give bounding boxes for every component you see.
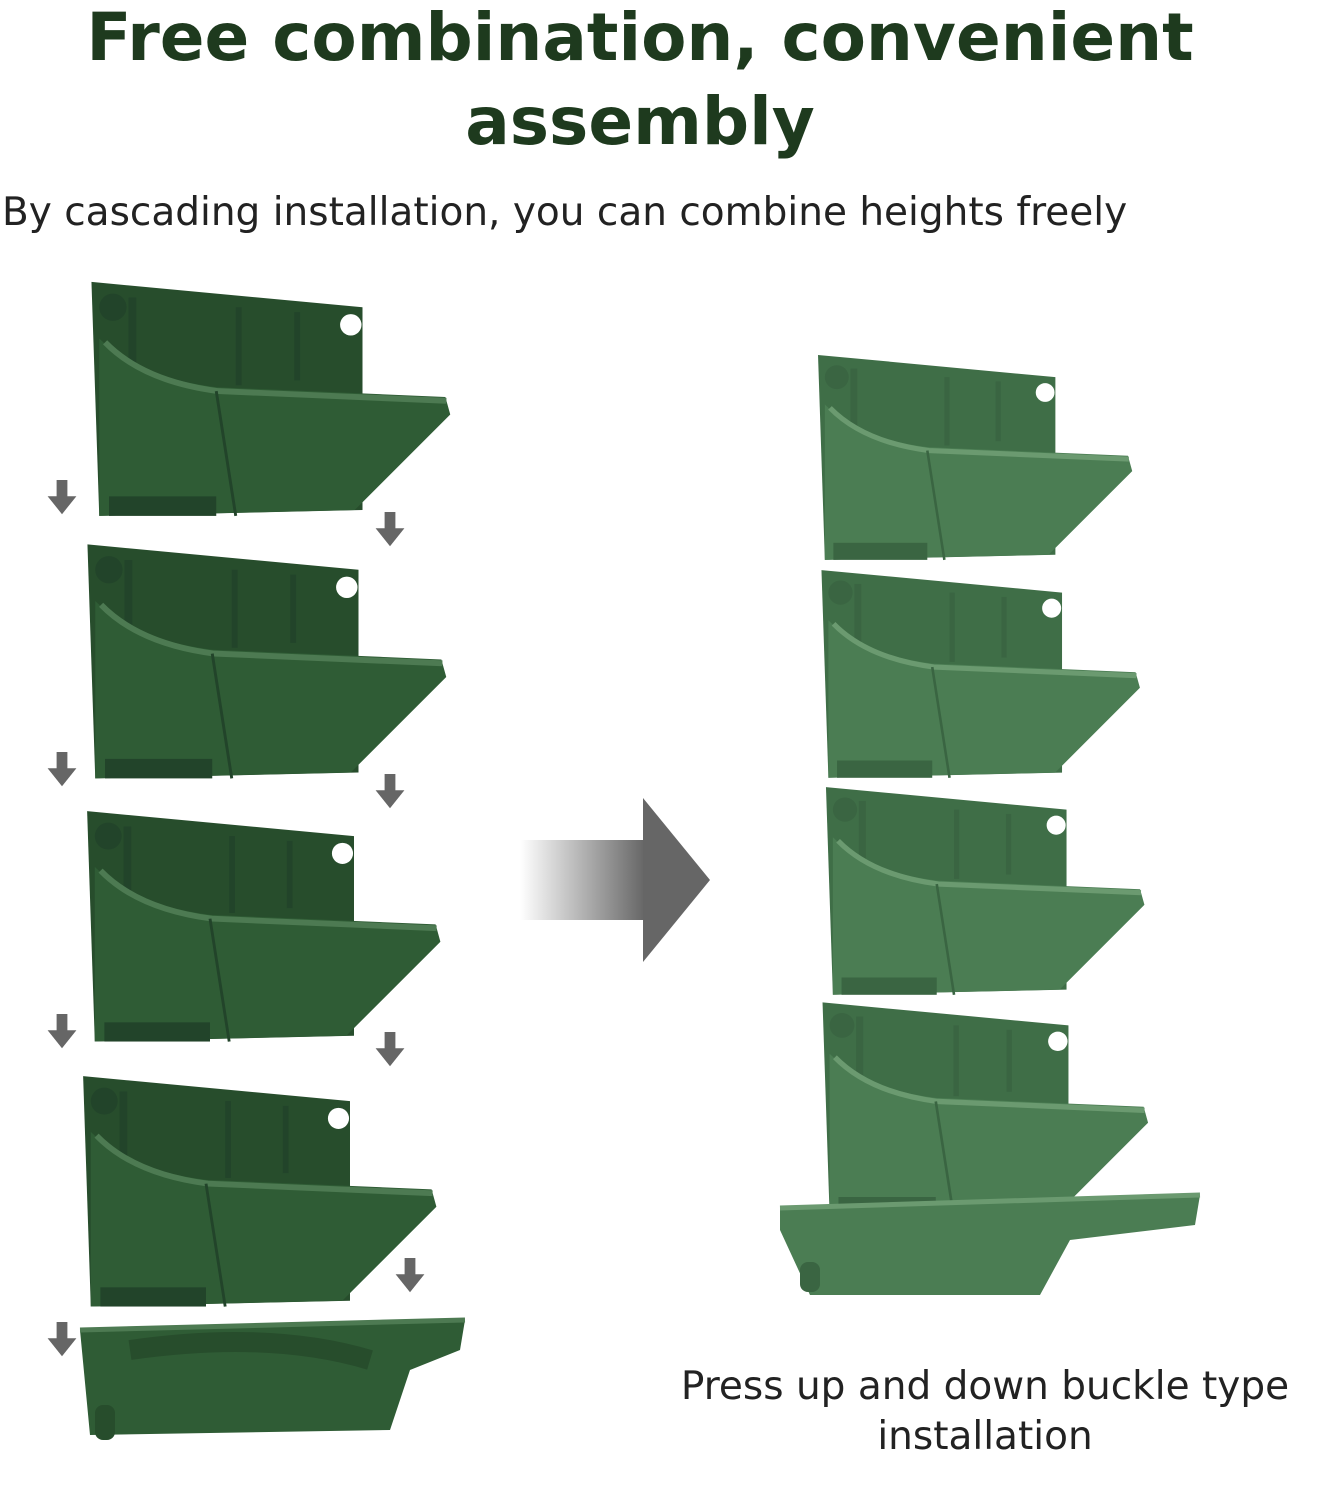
down-arrow-icon	[375, 512, 405, 547]
planter-3	[87, 811, 441, 1042]
stacked-planter-1	[818, 354, 1133, 560]
planter-4	[83, 1076, 437, 1307]
down-arrow-icon	[395, 1258, 425, 1293]
assembled-planter-stack	[779, 354, 1201, 1295]
water-tray	[80, 1320, 465, 1440]
stacked-planter-3	[825, 787, 1145, 995]
down-arrow-icon	[375, 1032, 405, 1067]
planter-2	[87, 544, 447, 779]
planter-1	[91, 281, 451, 516]
down-arrow-icon	[47, 480, 77, 515]
installation-caption: Press up and down buckle type installati…	[680, 1364, 1290, 1459]
down-arrow-icon	[375, 774, 405, 809]
subtitle: By cascading installation, you can combi…	[2, 190, 1128, 235]
right-arrow-icon	[520, 798, 710, 962]
stacked-planter-4	[822, 1002, 1149, 1215]
stacked-water-tray	[779, 1192, 1201, 1295]
down-arrow-icon	[47, 1322, 77, 1357]
stacked-planter-2	[821, 570, 1140, 778]
down-arrow-icon	[47, 752, 77, 787]
page-title: Free combination, convenient assembly	[86, 0, 1194, 160]
down-arrow-icon	[47, 1014, 77, 1049]
